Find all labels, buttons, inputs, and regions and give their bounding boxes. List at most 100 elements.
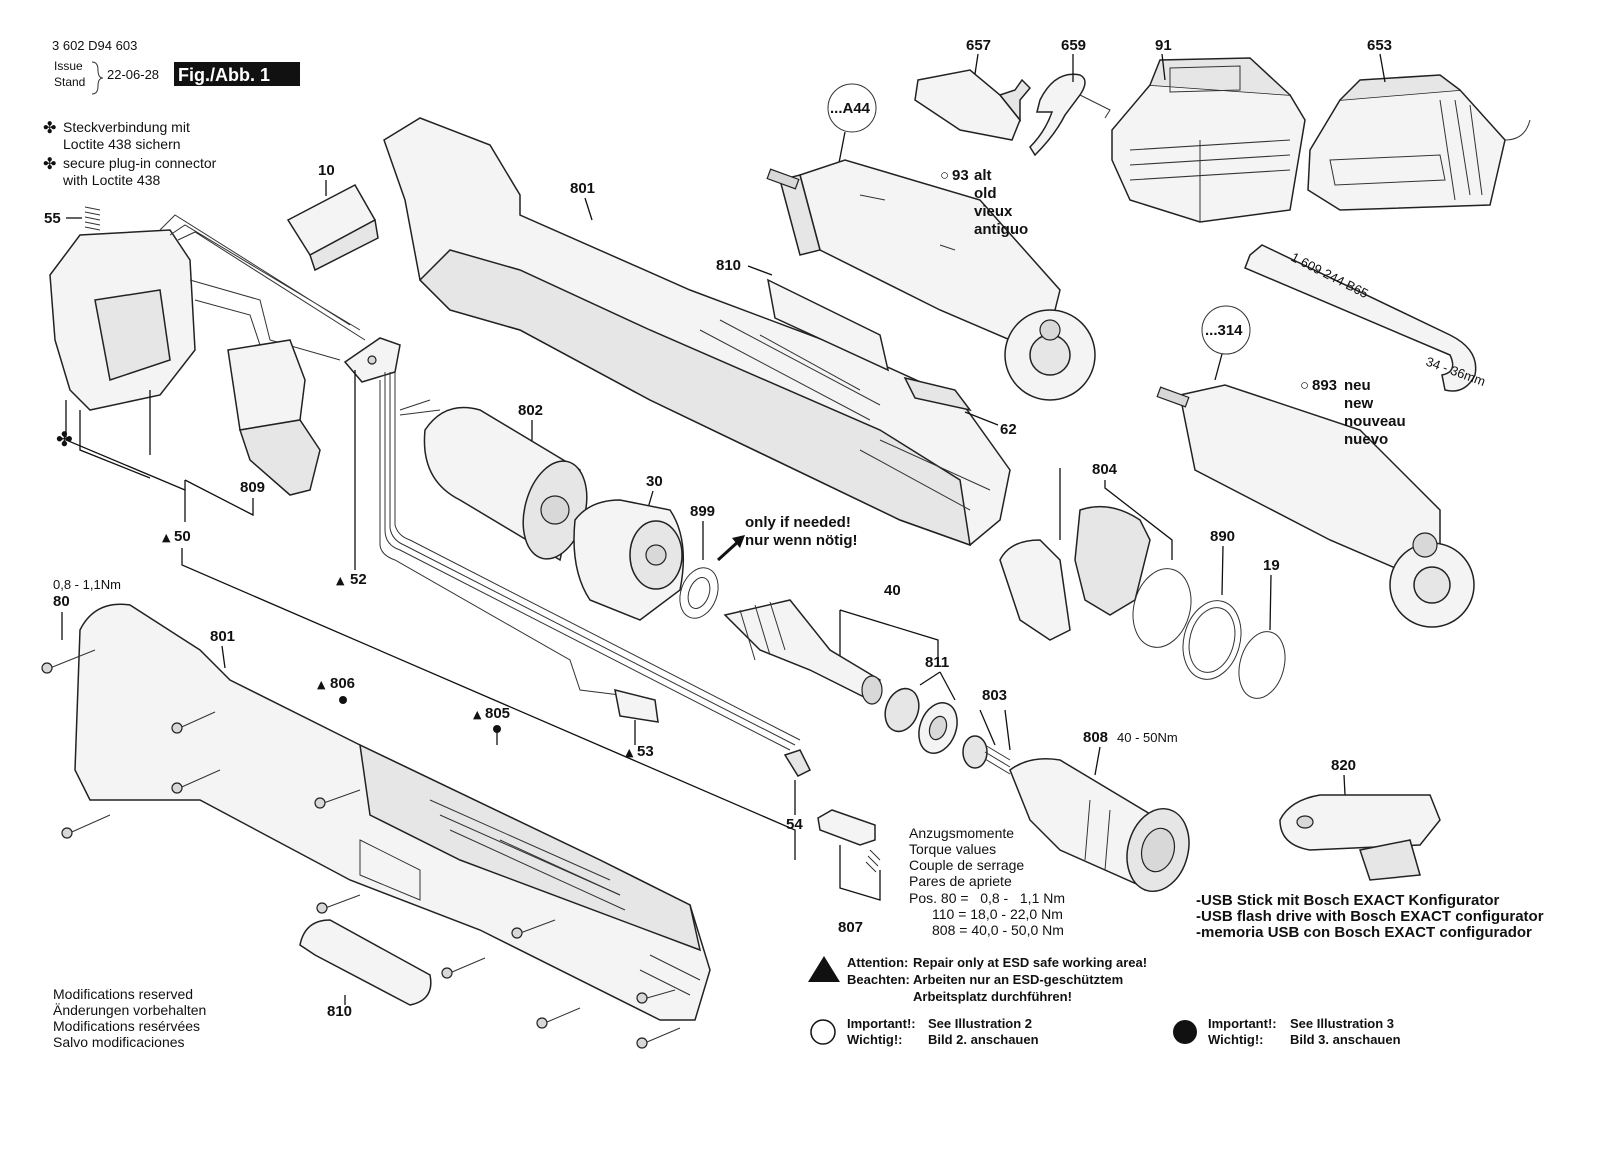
part-314-angle-head-new: ...314 ○ 893 neu new nouveau nuevo (1156, 305, 1475, 628)
svg-text:890: 890 (1210, 528, 1235, 545)
filled-circle-icon (1173, 1020, 1197, 1044)
motor-new-de: neu (1344, 377, 1371, 394)
svg-text:40: 40 (884, 582, 901, 599)
svg-text:52: 52 (350, 571, 367, 588)
part-battery-interface (49, 214, 366, 411)
svg-text:91: 91 (1155, 37, 1172, 54)
svg-text:807: 807 (838, 919, 863, 936)
issue-date: 22-06-28 (107, 67, 159, 82)
stand-label: Stand (54, 75, 85, 89)
loctite-de-line1: Steckverbindung mit (63, 119, 190, 135)
svg-text:893: 893 (1312, 377, 1337, 394)
clover-icon: ✤ (43, 118, 56, 137)
motor-new-en: new (1344, 395, 1374, 412)
part-810-label-top: 810 (716, 257, 890, 372)
part-91-battery: 91 (1111, 37, 1306, 223)
issue-brace (91, 61, 104, 95)
modifications-reserved: Modifications reserved Änderungen vorbeh… (53, 986, 206, 1050)
svg-text:10: 10 (318, 162, 335, 179)
torque-title-es: Pares de apriete (909, 873, 1012, 889)
triangle-icon: ▲ (162, 531, 171, 544)
svg-text:806: 806 (330, 675, 355, 692)
torque-808-note: 40 - 50Nm (1117, 730, 1178, 745)
svg-text:811: 811 (925, 654, 949, 671)
svg-text:801: 801 (210, 628, 235, 645)
torque-title-fr: Couple de serrage (909, 857, 1024, 873)
part-820-usb: 820 (1279, 757, 1441, 881)
part-55-spring: 55 (44, 206, 101, 231)
part-801-housing-bottom: 801 (41, 603, 711, 1049)
triangle-icon: ▲ (625, 746, 634, 759)
svg-text:62: 62 (1000, 421, 1017, 438)
open-circle-icon (810, 1019, 836, 1045)
svg-text:805: 805 (485, 705, 510, 722)
motor-old-de: alt (974, 167, 992, 184)
part-801-housing-top: 801 (383, 117, 1011, 547)
part-899-washer: 899 only if needed! nur wenn nötig! (679, 503, 857, 619)
attention-label: Attention: (847, 955, 908, 970)
only-if-needed-de: nur wenn nötig! (745, 532, 857, 549)
svg-text:53: 53 (637, 743, 654, 760)
modifications-fr: Modifications resérvées (53, 1018, 200, 1034)
torque-80-note: 0,8 - 1,1Nm (53, 577, 121, 592)
part-803-spring: 803 (962, 687, 1011, 775)
part-810-label-bottom: 810 (299, 919, 432, 1020)
wichtig-label-3: Wichtig!: (1208, 1032, 1263, 1047)
loctite-en-line2: with Loctite 438 (62, 172, 160, 188)
svg-text:809: 809 (240, 479, 265, 496)
usb-note-en: -USB flash drive with Bosch EXACT config… (1196, 908, 1544, 925)
motor-old-es: antiguo (974, 221, 1028, 238)
part-808-bit-holder: 808 40 - 50Nm (1009, 729, 1190, 893)
svg-text:50: 50 (174, 528, 191, 545)
part-659-clip: 659 (1029, 37, 1111, 157)
filled-dot-icon (493, 725, 501, 733)
illustration-ref-2: Important!: See Illustration 2 Wichtig!:… (810, 1016, 1039, 1047)
part-30-gearbox: 30 (573, 473, 685, 621)
torque-row-808: 808 = 40,0 - 50,0 Nm (932, 922, 1064, 938)
motor-old-fr: vieux (974, 203, 1013, 220)
torque-title-de: Anzugsmomente (909, 825, 1014, 841)
cables (379, 372, 812, 777)
clover-icon: ✤ (43, 154, 56, 173)
svg-text:808: 808 (1083, 729, 1108, 746)
svg-text:○: ○ (940, 167, 949, 184)
filled-dot-icon (339, 696, 347, 704)
part-80-screw-label: 0,8 - 1,1Nm 80 (53, 577, 121, 640)
motor-new-fr: nouveau (1344, 413, 1406, 430)
svg-text:802: 802 (518, 402, 543, 419)
part-62: 62 (903, 376, 1017, 438)
loctite-de-line2: Loctite 438 sichern (63, 136, 181, 152)
header-block: 3 602 D94 603 Issue Stand 22-06-28 Fig./… (52, 38, 300, 95)
svg-text:804: 804 (1092, 461, 1118, 478)
svg-text:○: ○ (1300, 377, 1309, 394)
motor-old-en: old (974, 185, 997, 202)
loctite-note: ✤ Steckverbindung mit Loctite 438 sicher… (43, 118, 217, 188)
part-807: 807 (817, 809, 881, 936)
document-number: 3 602 D94 603 (52, 38, 137, 53)
issue-label: Issue (54, 59, 83, 73)
triangle-icon: ▲ (317, 678, 326, 691)
part-653-charger: 653 (1307, 37, 1531, 211)
part-53-sensor (614, 688, 659, 745)
part-657-key: 657 (914, 37, 1032, 141)
usb-notes: -USB Stick mit Bosch EXACT Konfigurator … (1196, 892, 1544, 941)
svg-text:899: 899 (690, 503, 715, 520)
svg-text:659: 659 (1061, 37, 1086, 54)
see-illustration-2: See Illustration 2 (928, 1016, 1032, 1031)
modifications-en: Modifications reserved (53, 986, 193, 1002)
see-illustration-3: See Illustration 3 (1290, 1016, 1394, 1031)
clover-icon: ✤ (56, 427, 73, 451)
wichtig-label-2: Wichtig!: (847, 1032, 902, 1047)
part-19-oring: 19 (1238, 557, 1286, 699)
svg-text:54: 54 (786, 816, 803, 833)
svg-text:30: 30 (646, 473, 663, 490)
figure-badge: Fig./Abb. 1 (178, 65, 270, 85)
beachten-label: Beachten: (847, 972, 910, 987)
triangle-icon: ▲ (336, 574, 345, 587)
leader-lines: ✤ ▲ 50 ▲ 52 ▲ 806 ▲ 805 ▲ 53 54 (56, 370, 803, 860)
part-pcb (343, 337, 401, 383)
beachten-text-1: Arbeiten nur an ESD-geschütztem (913, 972, 1123, 987)
triangle-icon: ▲ (473, 708, 482, 721)
loctite-en-line1: secure plug-in connector (63, 155, 217, 171)
